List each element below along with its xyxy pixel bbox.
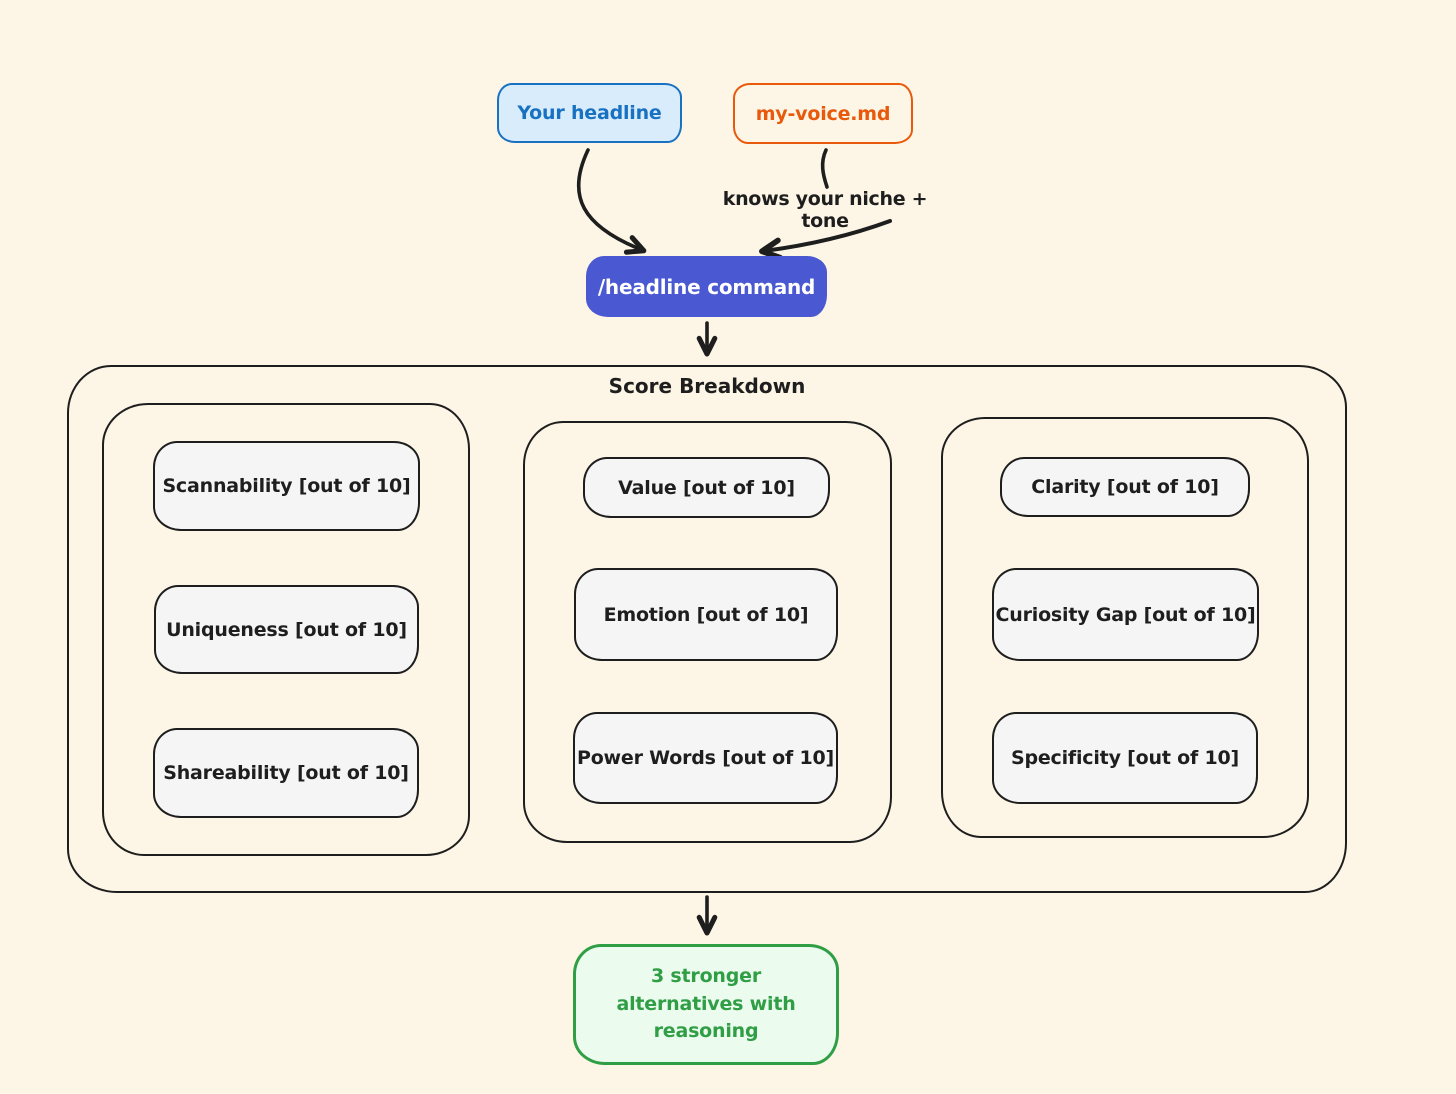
score-breakdown-title: Score Breakdown bbox=[608, 374, 806, 398]
score-item-label: Specificity [out of 10] bbox=[1010, 747, 1239, 769]
headline-command-label: /headline command bbox=[597, 274, 816, 299]
score-item-value: Value [out of 10] bbox=[583, 457, 830, 518]
score-item-emotion: Emotion [out of 10] bbox=[574, 568, 838, 661]
arrow-headline-to-command bbox=[576, 148, 647, 255]
connector-voice-stub bbox=[820, 148, 829, 189]
your-headline-label: Your headline bbox=[517, 102, 662, 124]
score-group-1 bbox=[102, 403, 470, 856]
score-item-label: Value [out of 10] bbox=[618, 476, 795, 499]
score-breakdown-container bbox=[67, 365, 1347, 893]
score-item-label: Power Words [out of 10] bbox=[576, 747, 835, 769]
output-alternatives-label: 3 stronger alternatives with reasoning bbox=[616, 965, 796, 1043]
score-group-2 bbox=[523, 421, 892, 843]
score-item-scannability: Scannability [out of 10] bbox=[153, 441, 420, 531]
score-item-label: Uniqueness [out of 10] bbox=[166, 618, 407, 641]
voice-file-label: my-voice.md bbox=[755, 102, 891, 125]
score-group-3 bbox=[941, 417, 1309, 838]
score-item-specificity: Specificity [out of 10] bbox=[992, 712, 1258, 804]
score-item-shareability: Shareability [out of 10] bbox=[153, 728, 419, 818]
score-item-label: Shareability [out of 10] bbox=[163, 762, 409, 784]
output-alternatives-node: 3 stronger alternatives with reasoning bbox=[573, 944, 839, 1065]
score-item-label: Scannability [out of 10] bbox=[162, 475, 411, 497]
headline-command-node: /headline command bbox=[586, 256, 827, 317]
score-item-label: Curiosity Gap [out of 10] bbox=[995, 603, 1256, 626]
score-item-power-words: Power Words [out of 10] bbox=[573, 712, 838, 804]
voice-file-node: my-voice.md bbox=[733, 83, 913, 144]
score-item-uniqueness: Uniqueness [out of 10] bbox=[154, 585, 419, 674]
niche-tone-annotation: knows your niche + tone bbox=[722, 188, 928, 232]
your-headline-node: Your headline bbox=[497, 83, 682, 143]
score-item-clarity: Clarity [out of 10] bbox=[1000, 457, 1250, 517]
score-item-label: Emotion [out of 10] bbox=[603, 603, 809, 626]
score-item-label: Clarity [out of 10] bbox=[1031, 476, 1219, 498]
score-item-curiosity-gap: Curiosity Gap [out of 10] bbox=[992, 568, 1259, 661]
